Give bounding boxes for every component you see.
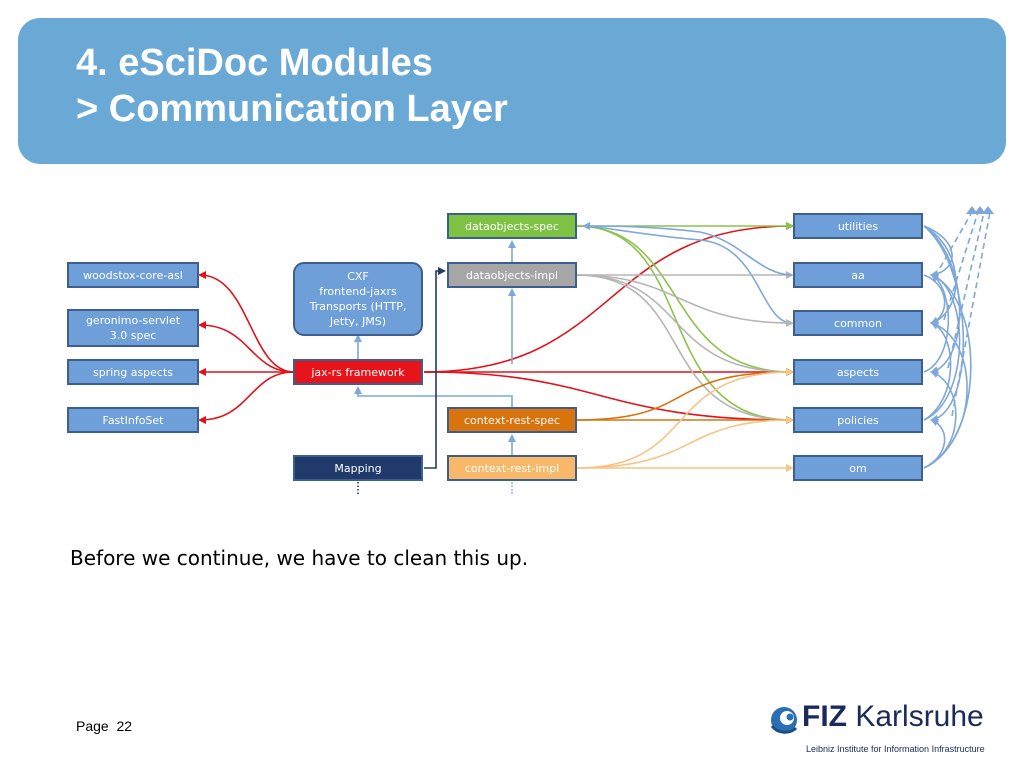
node-context-rest-impl-label: context-rest-impl: [465, 462, 559, 475]
edge-om-policies: [923, 418, 946, 469]
edge-doimpl-common: [575, 274, 794, 327]
node-dataobjects-spec: dataobjects-spec: [447, 213, 577, 239]
edge-jaxrs-utilities: [423, 222, 794, 373]
edge-policies-common: [923, 321, 952, 421]
node-context-rest-impl: context-rest-impl: [447, 455, 577, 481]
edge-dospec-aspects: [575, 225, 794, 376]
edge-common-dospec: [582, 222, 793, 324]
edge-doimpl-policies: [575, 274, 794, 424]
dashed-up-3: [947, 211, 985, 369]
node-spring-label: spring aspects: [93, 366, 173, 379]
body-text: Before we continue, we have to clean thi…: [70, 546, 529, 570]
node-cxf-label-2: frontend-jaxrs: [319, 285, 397, 298]
page-label: Page: [76, 718, 109, 734]
edge-utilities-policies: [923, 225, 965, 423]
node-dataobjects-impl: dataobjects-impl: [447, 262, 577, 288]
title-banner: [18, 18, 1006, 164]
node-cxf-label-4: Jetty, JMS): [329, 315, 386, 328]
node-common-label: common: [834, 317, 882, 330]
node-fastinfoset-label: FastInfoSet: [103, 414, 165, 427]
node-policies-label: policies: [837, 414, 879, 427]
node-cxf: CXF frontend-jaxrs Transports (HTTP, Jet…: [293, 262, 423, 336]
node-context-rest-spec-label: context-rest-spec: [464, 414, 560, 427]
logo-name-rest: Karlsruhe: [855, 700, 984, 733]
edge-aspects-aa: [923, 273, 950, 373]
edge-ctximpl-aspects: [575, 368, 794, 469]
slide-title-line1: 4. eSciDoc Modules: [76, 42, 433, 84]
node-mapping: Mapping: [293, 455, 423, 481]
node-cxf-label-1: CXF: [347, 270, 369, 283]
node-geronimo-label-2: 3.0 spec: [110, 329, 157, 342]
node-utilities-label: utilities: [838, 220, 879, 233]
node-common: common: [793, 310, 923, 336]
dashed-up-4: [951, 211, 991, 417]
logo-name-bold: FIZ: [802, 700, 847, 733]
node-mapping-label: Mapping: [334, 462, 381, 475]
node-woodstox: woodstox-core-asl: [67, 262, 199, 288]
slide-title-line2: > Communication Layer: [76, 88, 508, 130]
edge-utilities-aa: [923, 225, 953, 278]
node-om: om: [793, 455, 923, 481]
node-dataobjects-spec-label: dataobjects-spec: [465, 220, 559, 233]
edge-jaxrs-geronimo: [198, 321, 295, 373]
page-number: 22: [116, 718, 133, 734]
node-aspects-label: aspects: [837, 366, 880, 379]
top-right-arrowheads: [966, 206, 994, 214]
node-fastinfoset: FastInfoSet: [67, 407, 199, 433]
node-cxf-label-3: Transports (HTTP,: [309, 300, 407, 313]
edge-utilities-common: [923, 225, 957, 325]
node-aa-label: aa: [851, 269, 864, 282]
logo-subtitle: Leibniz Institute for Information Infras…: [806, 744, 985, 754]
node-dataobjects-impl-label: dataobjects-impl: [466, 269, 558, 282]
edge-jaxrs-woodstox: [198, 271, 295, 373]
node-om-label: om: [849, 462, 866, 475]
node-aa: aa: [793, 262, 923, 288]
node-jaxrs-label: jax-rs framework: [310, 366, 405, 379]
edge-ctximpl-policies: [575, 416, 794, 469]
node-geronimo: geronimo-servlet 3.0 spec: [67, 309, 199, 347]
node-policies: policies: [793, 407, 923, 433]
edge-jaxrs-fastinfoset: [198, 371, 295, 424]
logo-wordmark: FIZ Karlsruhe: [802, 700, 984, 734]
edge-dospec-policies: [575, 225, 794, 424]
edge-jaxrs-policies: [423, 371, 794, 424]
edge-contextspec-jaxrs: [354, 386, 513, 408]
edge-doimpl-aspects: [575, 274, 794, 376]
fiz-logo-icon: [770, 707, 798, 734]
node-jaxrs-framework: jax-rs framework: [293, 359, 423, 385]
dashed-up-1: [939, 211, 973, 269]
node-spring-aspects: spring aspects: [67, 359, 199, 385]
node-aspects: aspects: [793, 359, 923, 385]
node-woodstox-label: woodstox-core-asl: [83, 269, 183, 282]
fiz-karlsruhe-logo: FIZ Karlsruhe Leibniz Institute for Info…: [768, 700, 998, 760]
slide-title: 4. eSciDoc Modules > Communication Layer: [76, 40, 508, 132]
edge-aa-dospec: [583, 225, 793, 276]
node-geronimo-label-1: geronimo-servlet: [86, 314, 181, 327]
node-utilities: utilities: [793, 213, 923, 239]
node-context-rest-spec: context-rest-spec: [447, 407, 577, 433]
edge-mapping-dataobjects: [424, 267, 446, 469]
edge-ctxspec-aspects: [575, 368, 794, 421]
page-footer: Page 22: [76, 718, 132, 734]
edge-policies-aa: [923, 273, 961, 421]
dashed-up-2: [943, 211, 979, 321]
